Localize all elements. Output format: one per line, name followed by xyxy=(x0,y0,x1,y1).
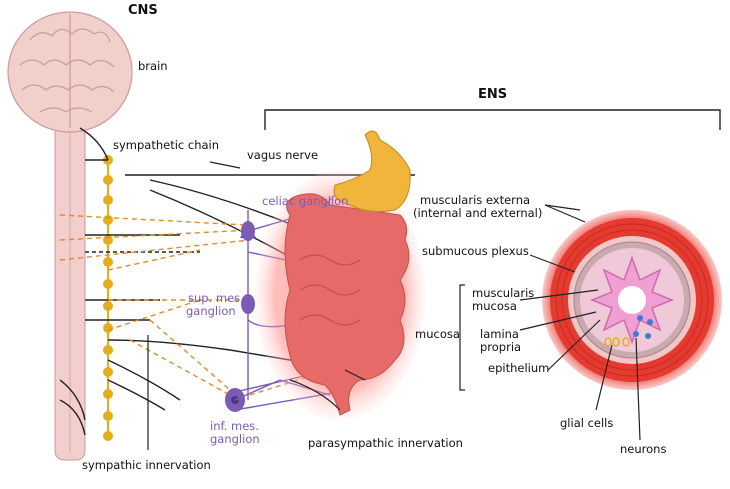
submucous-plexus-label: submucous plexus xyxy=(422,244,529,258)
sup-mes-ganglion-label-line1: sup. mes. xyxy=(188,291,244,305)
inf-mes-ganglion-label-line1: inf. mes. xyxy=(210,419,259,433)
mucosa-label: mucosa xyxy=(415,327,460,341)
spinal-cord xyxy=(54,109,86,461)
muscularis-mucosa-label-line1: muscularis xyxy=(472,286,535,300)
glial-cells-label: glial cells xyxy=(560,416,614,430)
cns-header: CNS xyxy=(128,3,158,18)
inf-mes-ganglion-label-line2: ganglion xyxy=(210,432,260,446)
brain-illustration xyxy=(7,11,133,133)
ens-header: ENS xyxy=(478,87,508,102)
neurons-label: neurons xyxy=(620,442,667,456)
lamina-propria-label-line1: lamina xyxy=(480,327,519,341)
intestines xyxy=(255,170,425,420)
lamina-propria-label-line2: propria xyxy=(480,340,522,354)
sup-mes-ganglion-label-line2: ganglion xyxy=(186,304,236,318)
vagus-nerve-label: vagus nerve xyxy=(247,148,319,162)
sympathic-innervation-label: sympathic innervation xyxy=(82,458,211,472)
sympathetic-chain-label: sympathetic chain xyxy=(113,138,220,152)
brain-label: brain xyxy=(138,59,168,73)
stomach xyxy=(333,130,411,213)
ens-bracket xyxy=(264,109,721,130)
celiac-ganglion-label: celiac ganglion xyxy=(262,194,349,208)
sympathetic-chain xyxy=(103,155,113,441)
gut-cross-section xyxy=(542,210,722,390)
muscularis-externa-label-line1: muscularis externa xyxy=(420,193,531,207)
muscularis-mucosa-label-line2: mucosa xyxy=(472,299,517,313)
muscularis-externa-label-line2: (internal and external) xyxy=(413,206,543,220)
orange-dashed-fibers xyxy=(59,214,331,396)
ens-leader-lines xyxy=(147,161,641,450)
epithelium-label: epithelium xyxy=(488,361,550,375)
parasympathic-innervation-label: parasympathic innervation xyxy=(308,436,463,450)
